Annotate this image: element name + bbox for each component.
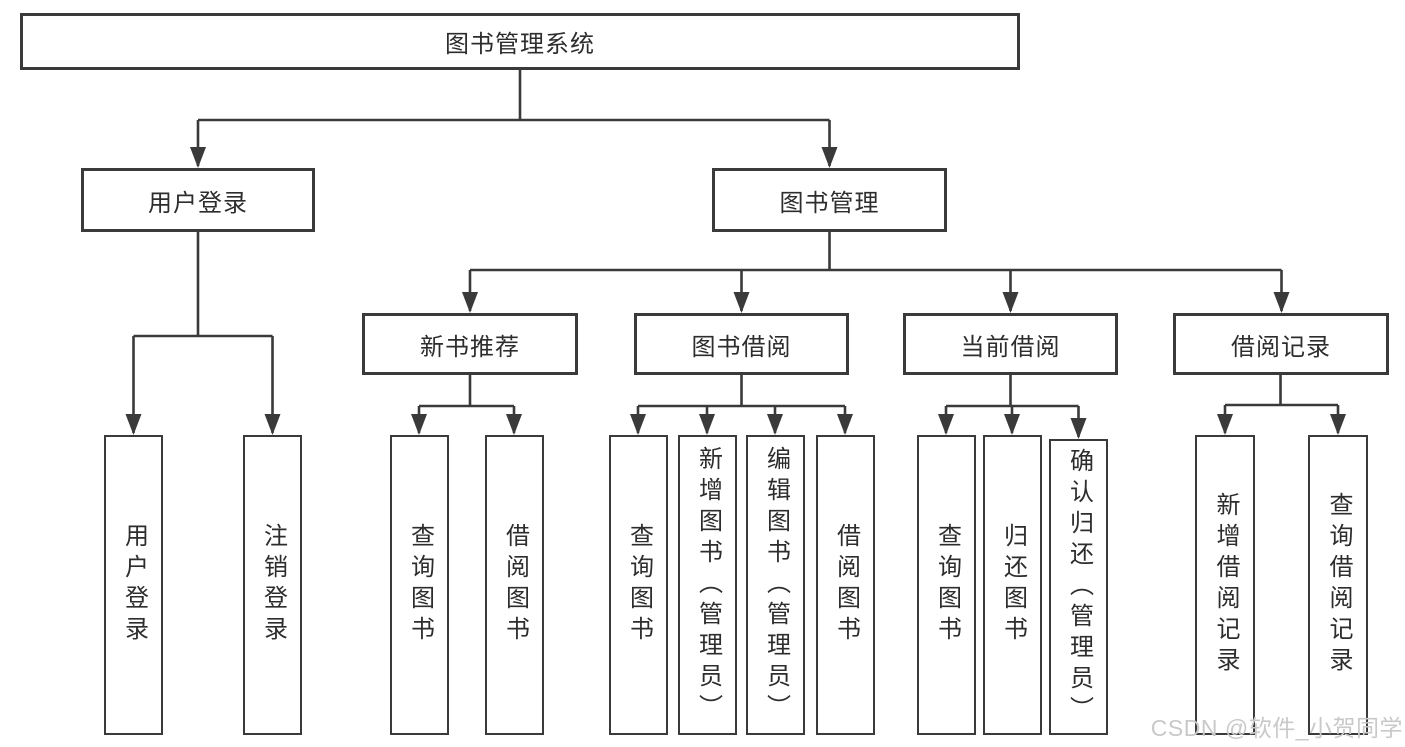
leaf-confirm-return-admin: 确认归还（管理员） [1049,439,1108,735]
node-new-book-recommendation: 新书推荐 [362,313,578,375]
node-label: 查询借阅记录 [1325,492,1352,678]
leaf-edit-book-admin: 编辑图书（管理员） [746,435,805,735]
leaf-query-books-2: 查询图书 [609,435,668,735]
node-label: 借阅图书 [501,523,529,647]
arrowheads [125,147,1346,439]
node-label: 新书推荐 [420,333,520,361]
node-label: 图书借阅 [691,333,792,361]
node-label: 新增借阅记录 [1212,492,1239,678]
node-book-management-branch: 图书管理 [712,168,947,232]
leaf-add-borrow-record: 新增借阅记录 [1195,435,1255,735]
node-label: 查询图书 [406,523,434,647]
leaf-user-login: 用户登录 [104,435,163,735]
leaf-return-book: 归还图书 [983,435,1042,735]
node-label: 图书管理 [779,189,880,217]
node-label: 图书管理系统 [445,31,595,58]
node-current-borrowing: 当前借阅 [903,313,1118,375]
leaf-query-books-1: 查询图书 [390,435,449,735]
node-user-login-branch: 用户登录 [81,168,315,232]
leaf-logout: 注销登录 [243,435,302,735]
node-label: 用户登录 [148,189,248,217]
node-borrowing-records: 借阅记录 [1173,313,1389,375]
leaf-query-borrow-record: 查询借阅记录 [1308,435,1368,735]
node-label: 归还图书 [999,523,1027,647]
node-label: 编辑图书（管理员） [762,445,790,725]
node-label: 查询图书 [625,523,653,647]
node-label: 查询图书 [933,523,961,647]
node-book-borrowing: 图书借阅 [634,313,849,375]
node-label: 当前借阅 [960,333,1061,361]
leaf-borrow-books-1: 借阅图书 [485,435,544,735]
node-label: 用户登录 [120,523,148,647]
leaf-borrow-books-2: 借阅图书 [816,435,875,735]
node-library-management-system: 图书管理系统 [20,13,1020,70]
leaf-query-books-3: 查询图书 [917,435,976,735]
leaf-add-book-admin: 新增图书（管理员） [678,435,737,735]
node-label: 借阅图书 [832,523,860,647]
node-label: 注销登录 [259,523,287,647]
node-label: 确认归还（管理员） [1065,447,1093,727]
node-label: 借阅记录 [1231,333,1331,361]
node-label: 新增图书（管理员） [694,445,722,725]
